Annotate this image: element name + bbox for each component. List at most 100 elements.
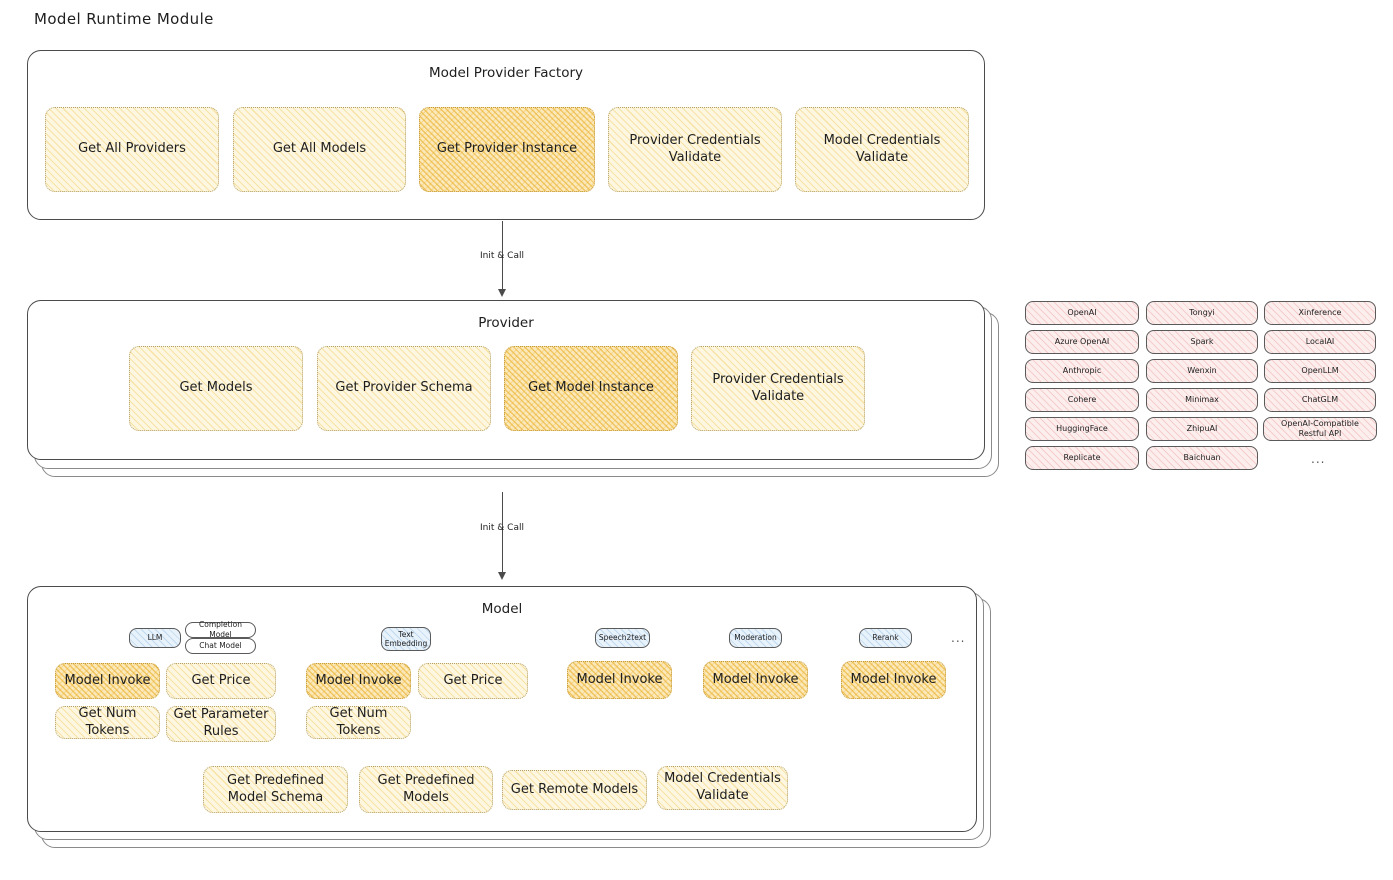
llm-method-get-num-tokens[interactable]: Get Num Tokens — [55, 706, 160, 739]
model-type-badge-label: LLM — [147, 633, 163, 643]
provider-chip-localai[interactable]: LocalAI — [1264, 330, 1376, 354]
model-common-model-credentials-validate[interactable]: Model Credentials Validate — [657, 766, 788, 810]
provider-item-get-provider-schema[interactable]: Get Provider Schema — [317, 346, 491, 431]
provider-item-label: Get Model Instance — [528, 380, 654, 396]
model-common-get-predefined-model-schema[interactable]: Get Predefined Model Schema — [203, 766, 348, 813]
factory-item-get-all-models[interactable]: Get All Models — [233, 107, 406, 192]
provider-item-label: Get Models — [179, 380, 253, 396]
arrow-label: Init & Call — [480, 523, 524, 533]
provider-chip-label: Replicate — [1063, 452, 1101, 462]
model-method-label: Model Invoke — [576, 671, 663, 687]
llm-method-get-price[interactable]: Get Price — [166, 663, 276, 699]
provider-chip-label: Anthropic — [1062, 365, 1102, 375]
provider-chip-openai[interactable]: OpenAI — [1025, 301, 1139, 325]
model-method-label: Get Num Tokens — [78, 705, 137, 738]
provider-item-provider-credentials-validate[interactable]: Provider Credentials Validate — [691, 346, 865, 431]
provider-item-get-models[interactable]: Get Models — [129, 346, 303, 431]
factory-item-label: Get Provider Instance — [436, 141, 578, 157]
provider-chip-baichuan[interactable]: Baichuan — [1146, 446, 1258, 470]
model-type-badge-moderation[interactable]: Moderation — [729, 628, 782, 648]
model-type-badge-speech2text[interactable]: Speech2text — [595, 628, 650, 648]
provider-chip-label: OpenAI — [1067, 307, 1097, 317]
provider-chip-label: ChatGLM — [1301, 394, 1339, 404]
provider-chip-label: Tongyi — [1189, 307, 1215, 317]
provider-chip-label: OpenLLM — [1301, 365, 1339, 375]
provider-chip-label: Minimax — [1185, 394, 1219, 404]
model-title: Model — [481, 601, 523, 617]
model-type-badge-text-embedding[interactable]: Text Embedding — [381, 627, 431, 651]
llm-method-model-invoke[interactable]: Model Invoke — [55, 663, 160, 699]
model-type-badge-llm[interactable]: LLM — [129, 628, 181, 648]
model-tag-label: Chat Model — [199, 641, 242, 651]
model-type-badge-label: Text Embedding — [384, 629, 428, 648]
factory-item-model-credentials-validate[interactable]: Model Credentials Validate — [795, 107, 969, 192]
moderation-method-model-invoke[interactable]: Model Invoke — [703, 661, 808, 699]
factory-item-get-provider-instance[interactable]: Get Provider Instance — [419, 107, 595, 192]
model-tag-completion-model[interactable]: Completion Model — [185, 620, 256, 639]
model-method-label: Get Price — [443, 672, 503, 688]
factory-item-label: Model Credentials Validate — [823, 132, 941, 165]
arrow-head-icon — [497, 289, 506, 297]
model-type-badge-label: Speech2text — [598, 633, 647, 643]
model-type-badge-label: Moderation — [734, 633, 777, 643]
model-types-more: ... — [951, 631, 966, 645]
model-provider-factory-title: Model Provider Factory — [428, 65, 583, 81]
provider-list-more: ... — [1311, 452, 1326, 466]
provider-chip-xinference[interactable]: Xinference — [1264, 301, 1376, 325]
provider-chip-label: Wenxin — [1187, 365, 1217, 375]
provider-chip-spark[interactable]: Spark — [1146, 330, 1258, 354]
model-method-label: Model Invoke — [315, 672, 402, 688]
provider-item-get-model-instance[interactable]: Get Model Instance — [504, 346, 678, 431]
factory-item-get-all-providers[interactable]: Get All Providers — [45, 107, 219, 192]
model-tag-chat-model[interactable]: Chat Model — [185, 638, 256, 654]
factory-item-label: Get All Models — [272, 141, 367, 157]
factory-item-label: Get All Providers — [78, 141, 186, 157]
provider-chip-label: Baichuan — [1183, 452, 1221, 462]
text-embedding-method-get-price[interactable]: Get Price — [418, 663, 528, 699]
provider-chip-openai-compatible-restful-api[interactable]: OpenAI-Compatible Restful API — [1263, 417, 1377, 441]
provider-chip-label: Xinference — [1298, 307, 1342, 317]
model-method-label: Model Invoke — [712, 671, 799, 687]
provider-chip-label: HuggingFace — [1056, 423, 1108, 433]
provider-chip-label: OpenAI-Compatible Restful API — [1281, 418, 1359, 438]
model-common-label: Get Predefined Models — [377, 772, 475, 805]
provider-item-label: Provider Credentials Validate — [712, 371, 844, 404]
model-method-label: Model Invoke — [64, 672, 151, 688]
provider-chip-label: ZhipuAI — [1186, 423, 1218, 433]
provider-chip-zhipuai[interactable]: ZhipuAI — [1146, 417, 1258, 441]
provider-chip-tongyi[interactable]: Tongyi — [1146, 301, 1258, 325]
provider-chip-label: Cohere — [1067, 394, 1097, 404]
speech2text-method-model-invoke[interactable]: Model Invoke — [567, 661, 672, 699]
provider-chip-huggingface[interactable]: HuggingFace — [1025, 417, 1139, 441]
provider-chip-cohere[interactable]: Cohere — [1025, 388, 1139, 412]
model-type-badge-label: Rerank — [872, 633, 899, 643]
model-common-label: Model Credentials Validate — [664, 771, 781, 803]
llm-method-get-parameter-rules[interactable]: Get Parameter Rules — [166, 706, 276, 742]
provider-chip-anthropic[interactable]: Anthropic — [1025, 359, 1139, 383]
page-title: Model Runtime Module — [34, 10, 214, 28]
text-embedding-method-model-invoke[interactable]: Model Invoke — [306, 663, 411, 699]
provider-chip-label: Spark — [1190, 336, 1214, 346]
model-tag-label: Completion Model — [199, 620, 242, 639]
model-common-get-remote-models[interactable]: Get Remote Models — [502, 770, 647, 810]
provider-item-label: Get Provider Schema — [335, 380, 473, 396]
provider-chip-azure-openai[interactable]: Azure OpenAI — [1025, 330, 1139, 354]
model-method-label: Get Num Tokens — [329, 705, 388, 738]
rerank-method-model-invoke[interactable]: Model Invoke — [841, 661, 946, 699]
provider-chip-replicate[interactable]: Replicate — [1025, 446, 1139, 470]
arrow-head-icon — [497, 572, 506, 580]
provider-chip-wenxin[interactable]: Wenxin — [1146, 359, 1258, 383]
model-method-label: Model Invoke — [850, 671, 937, 687]
provider-title: Provider — [478, 315, 534, 331]
factory-item-provider-credentials-validate[interactable]: Provider Credentials Validate — [608, 107, 782, 192]
arrow-stem — [502, 221, 504, 289]
provider-chip-minimax[interactable]: Minimax — [1146, 388, 1258, 412]
model-common-get-predefined-models[interactable]: Get Predefined Models — [359, 766, 493, 813]
text-embedding-method-get-num-tokens[interactable]: Get Num Tokens — [306, 706, 411, 739]
provider-chip-openllm[interactable]: OpenLLM — [1264, 359, 1376, 383]
provider-chip-chatglm[interactable]: ChatGLM — [1264, 388, 1376, 412]
model-method-label: Get Price — [191, 672, 251, 688]
factory-item-label: Provider Credentials Validate — [629, 132, 761, 165]
model-common-label: Get Predefined Model Schema — [227, 772, 324, 805]
model-type-badge-rerank[interactable]: Rerank — [859, 628, 912, 648]
